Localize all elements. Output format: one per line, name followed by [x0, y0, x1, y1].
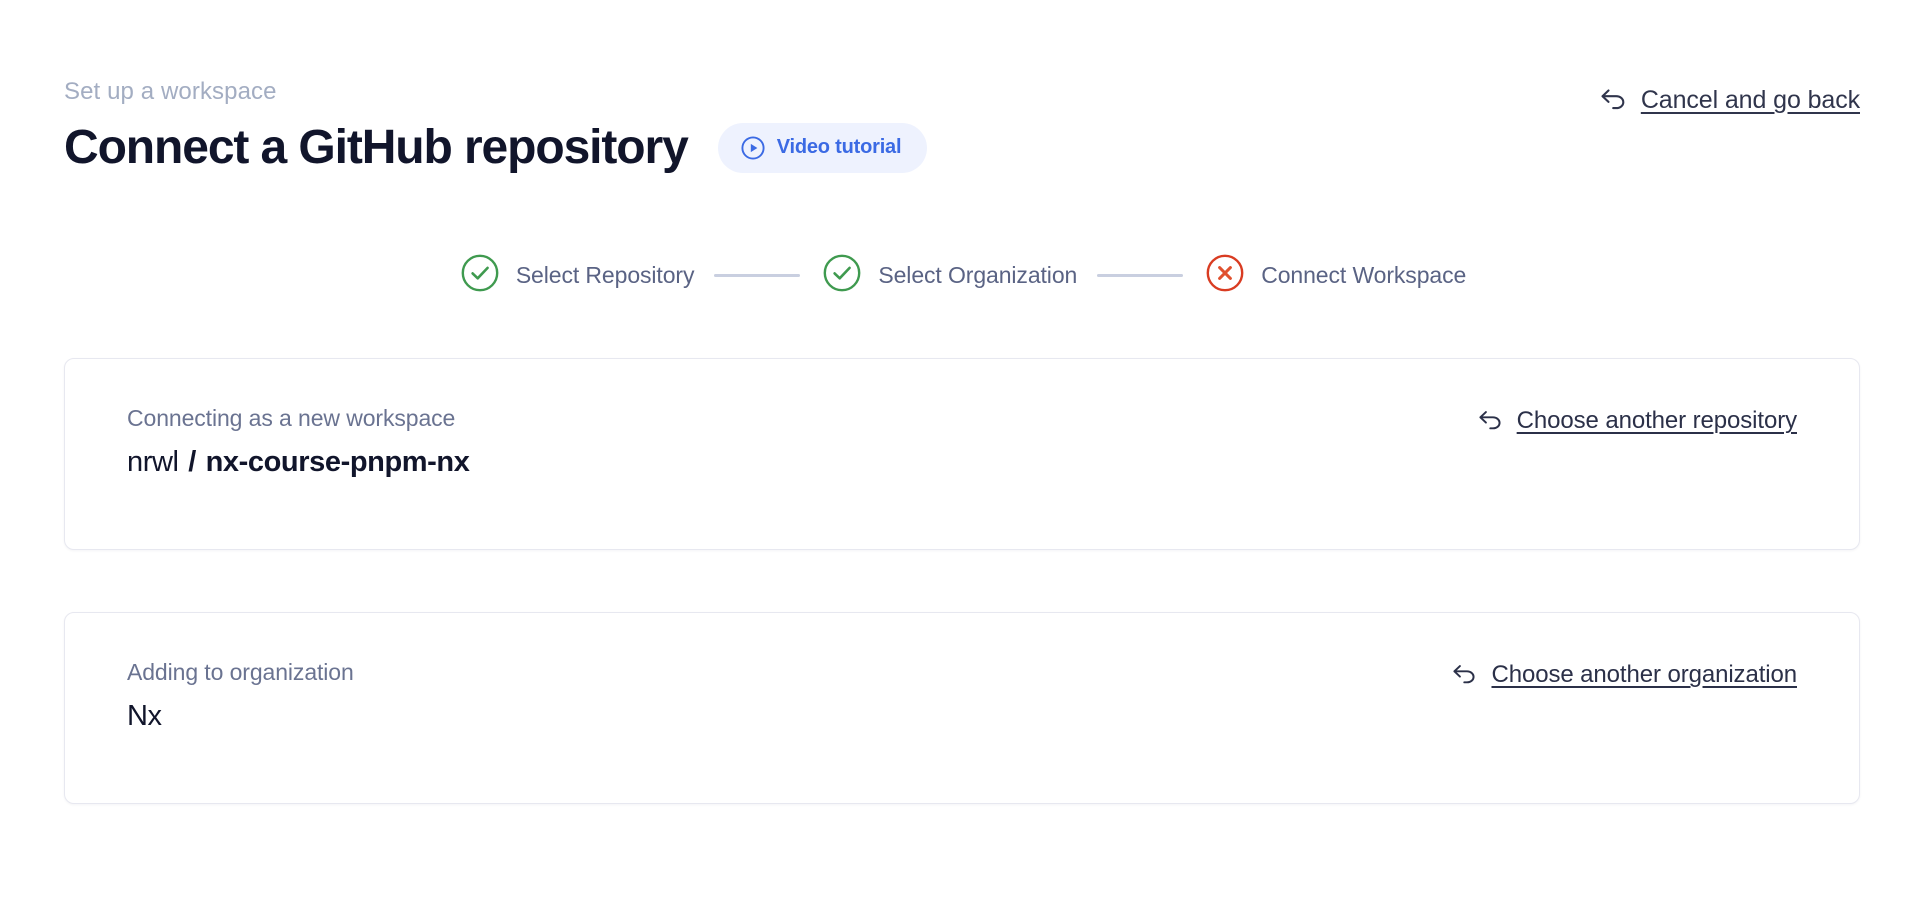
play-circle-icon [740, 135, 766, 161]
cancel-and-go-back-link[interactable]: Cancel and go back [1599, 85, 1860, 116]
organization-card-kicker: Adding to organization [127, 658, 354, 685]
undo-back-arrow-icon [1451, 661, 1479, 690]
repository-owner: nrwl [127, 445, 179, 478]
step-select-repository[interactable]: Select Repository [458, 251, 695, 300]
page-title: Connect a GitHub repository [64, 120, 689, 174]
step-connector [1097, 273, 1184, 277]
check-circle-icon [820, 251, 864, 300]
summary-cards: Connecting as a new workspace nrwl / nx-… [64, 357, 1860, 804]
step-connect-workspace[interactable]: Connect Workspace [1203, 251, 1466, 300]
repository-card-kicker: Connecting as a new workspace [127, 404, 456, 431]
choose-another-repository-label: Choose another repository [1516, 407, 1797, 435]
choose-another-repository-link[interactable]: Choose another repository [1477, 407, 1797, 436]
repository-separator: / [188, 445, 196, 478]
breadcrumb-eyebrow: Set up a workspace [64, 78, 277, 105]
choose-another-organization-link[interactable]: Choose another organization [1451, 661, 1797, 690]
progress-stepper: Select Repository Select Organization Co… [64, 251, 1860, 300]
video-tutorial-button[interactable]: Video tutorial [717, 122, 928, 173]
step-connector [714, 273, 801, 277]
page-header: Set up a workspace Connect a GitHub repo… [64, 0, 1860, 175]
choose-another-organization-label: Choose another organization [1491, 661, 1797, 689]
repository-card-value: nrwl / nx-course-pnpm-nx [127, 446, 1797, 479]
title-row: Connect a GitHub repository Video tutori… [64, 121, 1860, 175]
step-select-organization[interactable]: Select Organization [820, 251, 1077, 300]
x-circle-icon [1203, 251, 1247, 300]
cancel-and-go-back-label: Cancel and go back [1640, 86, 1860, 114]
video-tutorial-label: Video tutorial [776, 136, 902, 159]
step-label: Select Repository [515, 261, 695, 288]
check-circle-icon [458, 251, 502, 300]
undo-back-arrow-icon [1477, 407, 1505, 436]
organization-card: Adding to organization Nx Choose another… [64, 611, 1860, 804]
repository-name: nx-course-pnpm-nx [205, 445, 470, 478]
organization-card-value: Nx [127, 699, 162, 732]
step-label: Select Organization [878, 261, 1078, 288]
undo-back-arrow-icon [1599, 85, 1629, 116]
step-label: Connect Workspace [1261, 261, 1467, 288]
repository-card: Connecting as a new workspace nrwl / nx-… [64, 357, 1860, 550]
